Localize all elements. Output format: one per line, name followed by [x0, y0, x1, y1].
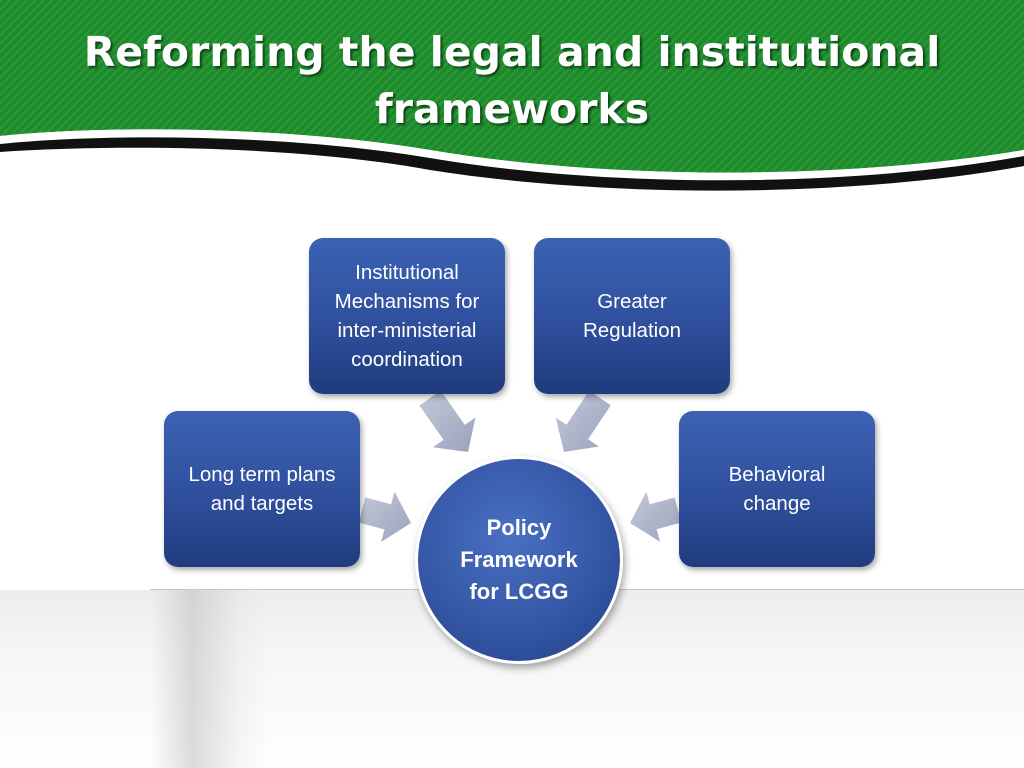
header-banner: [0, 0, 1024, 191]
arrow-from-institutional: [419, 390, 476, 452]
node-institutional-mechanisms: Institutional Mechanisms for inter-minis…: [309, 238, 505, 394]
node-long-term-plans: Long term plans and targets: [164, 411, 360, 567]
node-behavioral-change: Behavioral change: [679, 411, 875, 567]
arrow-from-longterm: [358, 491, 411, 542]
arrow-from-behavioral: [630, 491, 682, 542]
floor-shadow: [150, 590, 270, 768]
node-label: Institutional Mechanisms for inter-minis…: [334, 261, 480, 371]
slide-title: Reforming the legal and institutional fr…: [83, 28, 941, 133]
node-label: Behavioral change: [728, 463, 826, 515]
node-label: Greater Regulation: [582, 290, 681, 342]
arrow-from-regulation: [555, 390, 611, 452]
hub-label: Policy Framework for LCGG: [460, 515, 578, 604]
node-greater-regulation: Greater Regulation: [534, 238, 730, 394]
hub-policy-framework: Policy Framework for LCGG: [415, 456, 623, 664]
node-label: Long term plans and targets: [188, 463, 336, 515]
